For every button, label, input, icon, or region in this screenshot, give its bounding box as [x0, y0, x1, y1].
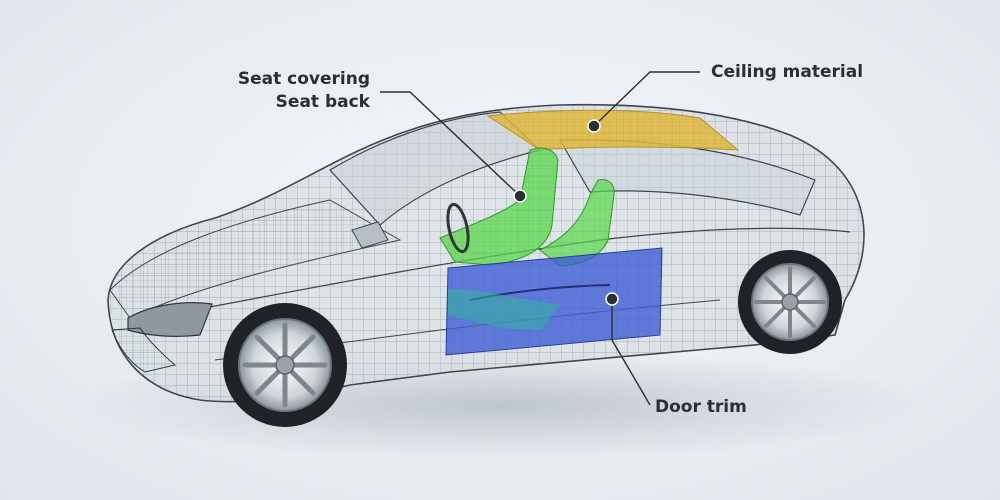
seat-covering-label: Seat covering: [237, 69, 370, 89]
ceiling-marker-dot: [587, 119, 601, 133]
seat-callout-label: Seat covering Seat back: [238, 68, 370, 114]
door-trim-label: Door trim: [655, 397, 747, 417]
front-grille: [111, 327, 177, 373]
ceiling-leader-line: [593, 71, 700, 127]
door-marker-dot: [605, 292, 619, 306]
ceiling-material-label: Ceiling material: [711, 62, 864, 82]
seat-back-label: Seat back: [275, 91, 370, 112]
rear-wheel: [738, 250, 842, 354]
door-leader-line: [611, 299, 651, 406]
front-wheel: [223, 303, 347, 427]
seat-marker-dot: [513, 189, 527, 203]
steering-wheel: [446, 202, 470, 254]
seat-leader-line: [380, 91, 521, 197]
side-mirror: [351, 221, 389, 249]
